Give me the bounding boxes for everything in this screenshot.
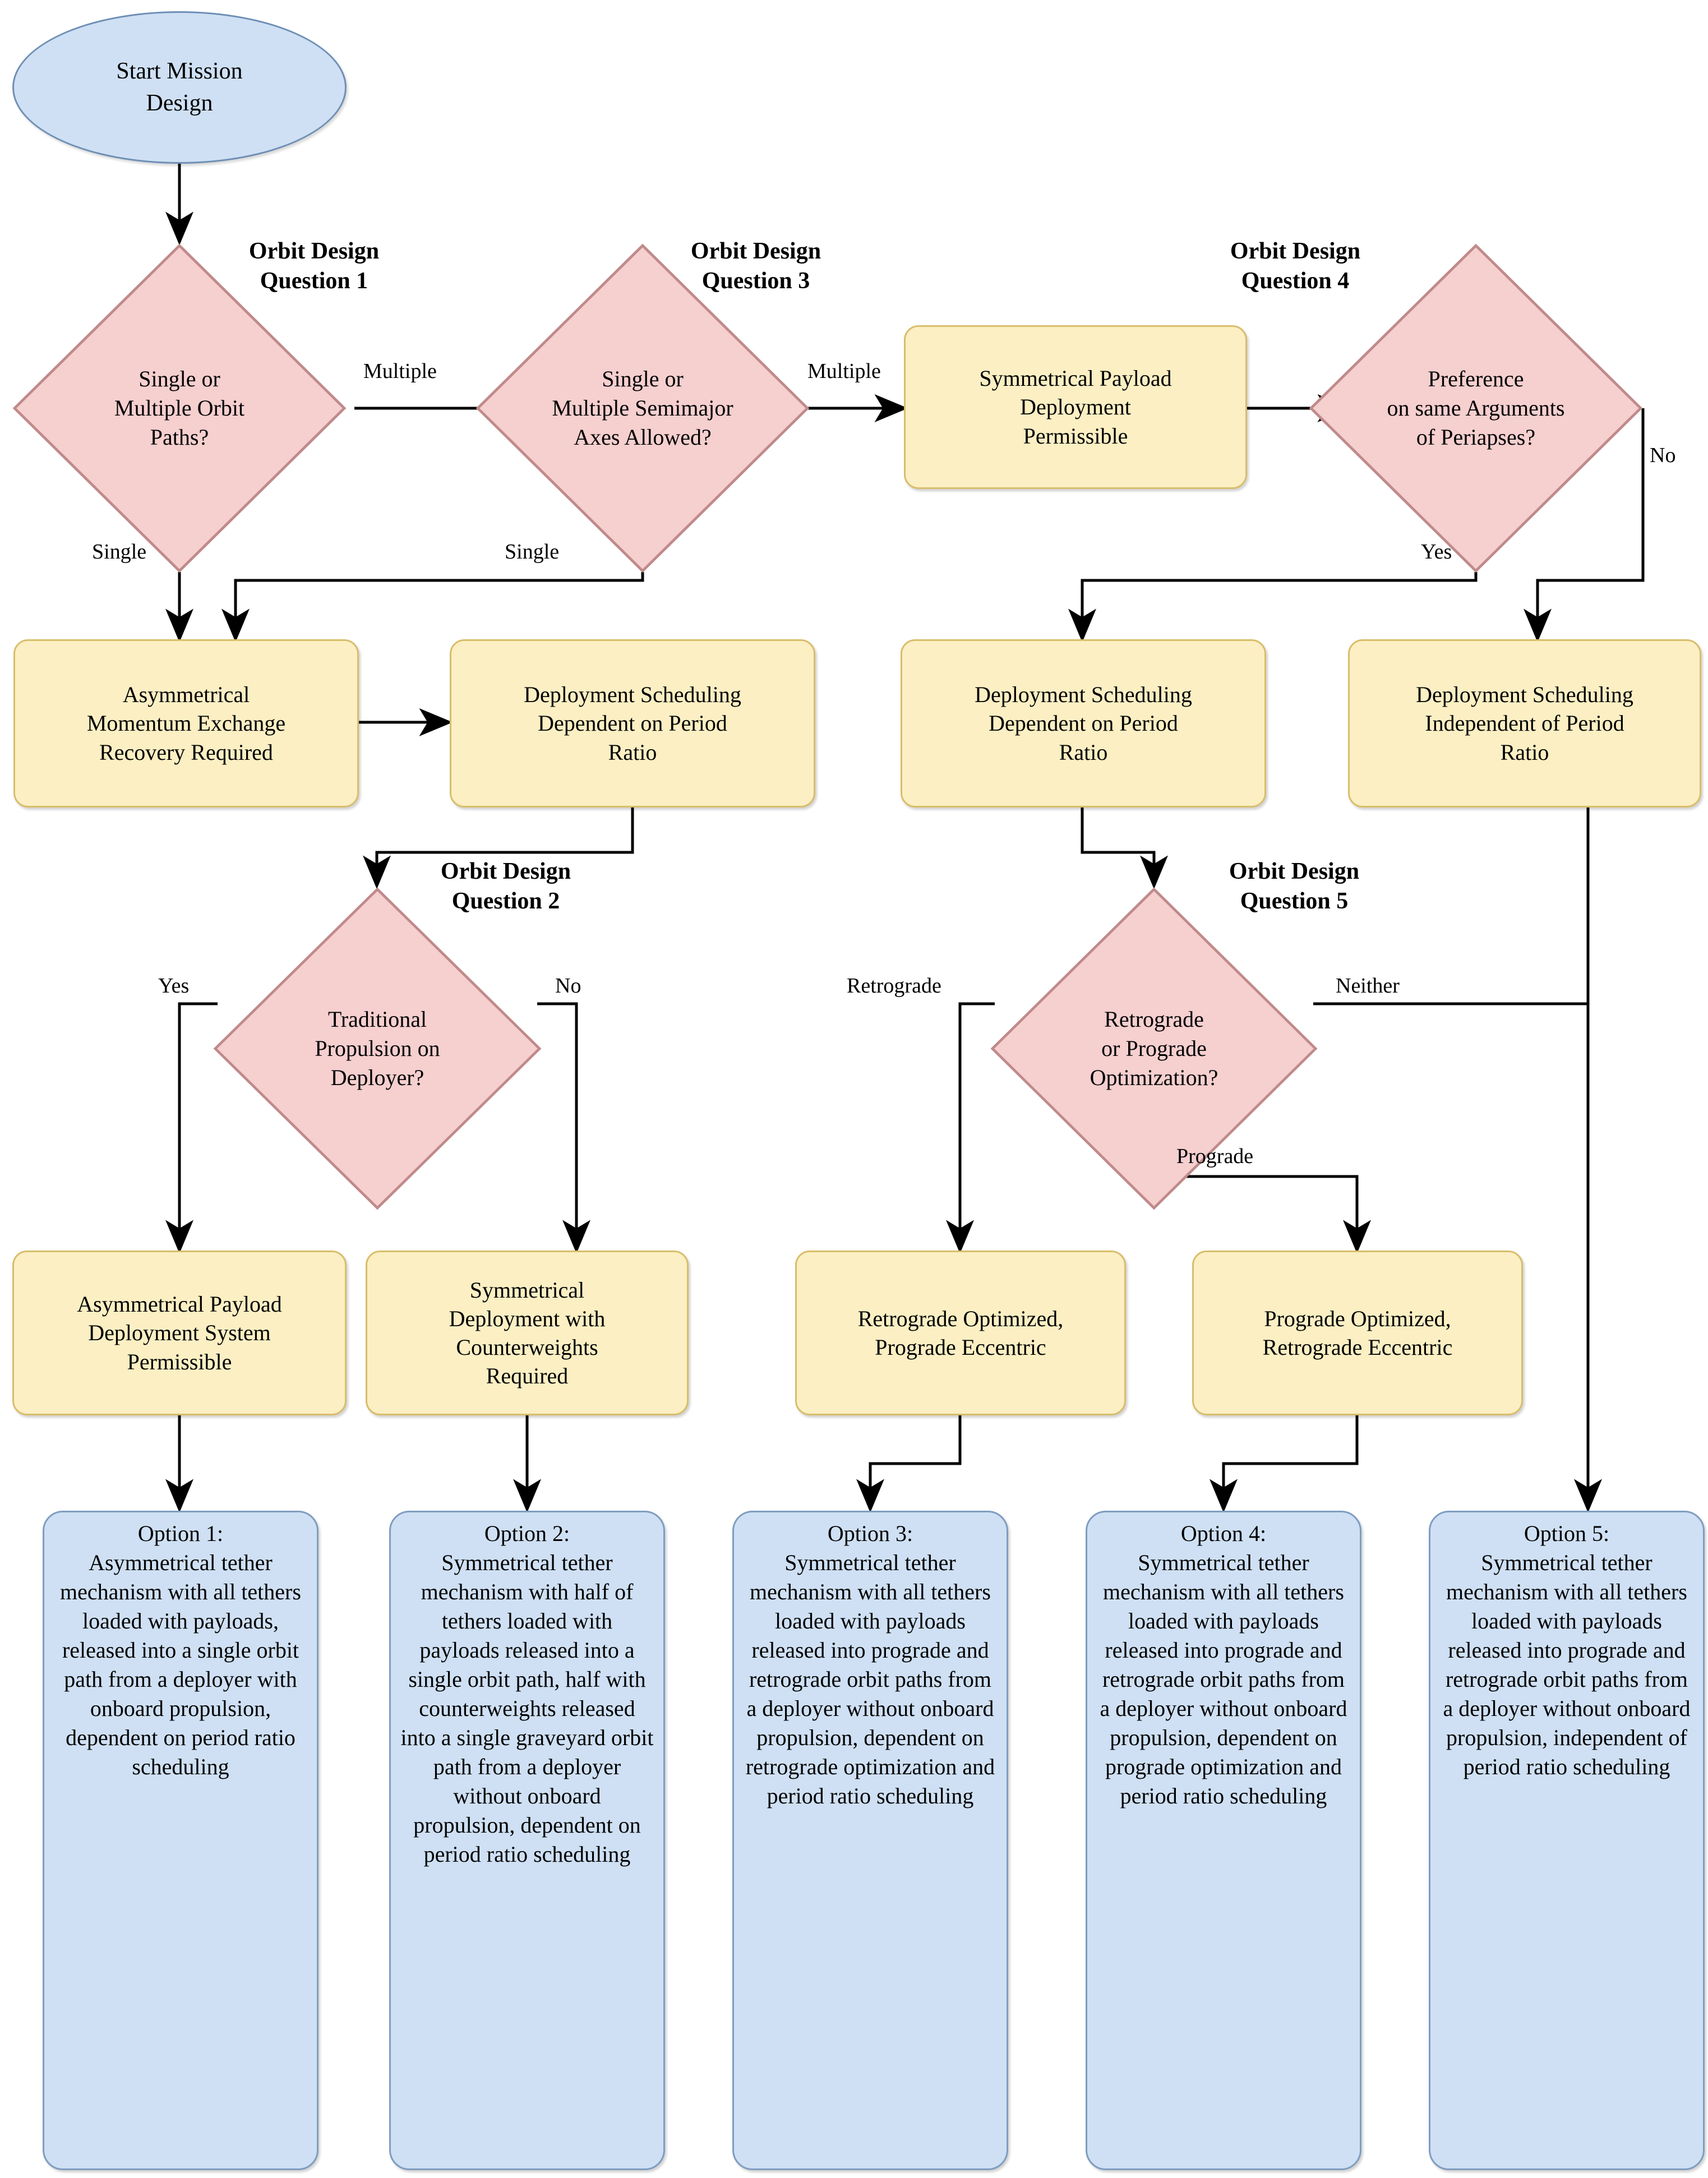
option-2-node[interactable]: Option 2:Symmetrical tether mechanism wi… xyxy=(389,1511,665,2170)
diamond-shape xyxy=(213,887,542,1210)
option-4-label: Option 4:Symmetrical tether mechanism wi… xyxy=(1100,1521,1347,1808)
edge-label-q1-single: Single xyxy=(92,540,147,564)
edge-retro-opt-to-option3 xyxy=(856,1415,962,1513)
edge-dep-sched-mid-to-q5 xyxy=(1081,806,1168,889)
option-2-label: Option 2:Symmetrical tether mechanism wi… xyxy=(400,1521,654,1867)
edge-label-q3-single: Single xyxy=(505,540,560,564)
process-prograde-optimized[interactable]: Prograde Optimized,Retrograde Eccentric xyxy=(1192,1250,1523,1415)
diamond-shape xyxy=(12,243,347,573)
diamond-shape xyxy=(990,887,1318,1210)
option-1-node[interactable]: Option 1:Asymmetrical tether mechanism w… xyxy=(43,1511,318,2170)
option-5-node[interactable]: Option 5:Symmetrical tether mechanism wi… xyxy=(1429,1511,1705,2170)
diamond-shape xyxy=(1309,243,1643,573)
edge-label-q5-retrograde: Retrograde xyxy=(847,974,941,998)
edge-label-q2-no: No xyxy=(555,974,581,998)
edge-label-q4-no: No xyxy=(1650,444,1676,467)
option-3-node[interactable]: Option 3:Symmetrical tether mechanism wi… xyxy=(732,1511,1008,2170)
edge-label-q3-multiple: Multiple xyxy=(807,359,881,383)
option-4-node[interactable]: Option 4:Symmetrical tether mechanism wi… xyxy=(1086,1511,1361,2170)
edge-q4-yes-to-dep-sched-mid xyxy=(1068,572,1478,643)
diamond-shape xyxy=(476,243,810,573)
process-prograde-optimized-label: Prograde Optimized,Retrograde Eccentric xyxy=(1262,1305,1453,1360)
option-1-label: Option 1:Asymmetrical tether mechanism w… xyxy=(60,1521,301,1779)
process-retrograde-optimized-label: Retrograde Optimized,Prograde Eccentric xyxy=(857,1305,1064,1360)
edge-label-q5-prograde: Prograde xyxy=(1176,1145,1254,1168)
option-3-label: Option 3:Symmetrical tether mechanism wi… xyxy=(745,1521,995,1808)
edge-pro-opt-to-option4 xyxy=(1210,1415,1359,1513)
option-5-label: Option 5:Symmetrical tether mechanism wi… xyxy=(1443,1521,1691,1779)
edge-q3-single-to-asym xyxy=(221,572,644,643)
edge-q2-no-to-sym-counter xyxy=(537,1002,590,1254)
edge-label-q1-multiple: Multiple xyxy=(363,359,437,383)
edge-label-q2-yes: Yes xyxy=(158,974,190,998)
edge-label-q5-neither: Neither xyxy=(1336,974,1400,998)
edge-label-q4-yes: Yes xyxy=(1421,540,1452,564)
process-retrograde-optimized[interactable]: Retrograde Optimized,Prograde Eccentric xyxy=(795,1250,1126,1415)
